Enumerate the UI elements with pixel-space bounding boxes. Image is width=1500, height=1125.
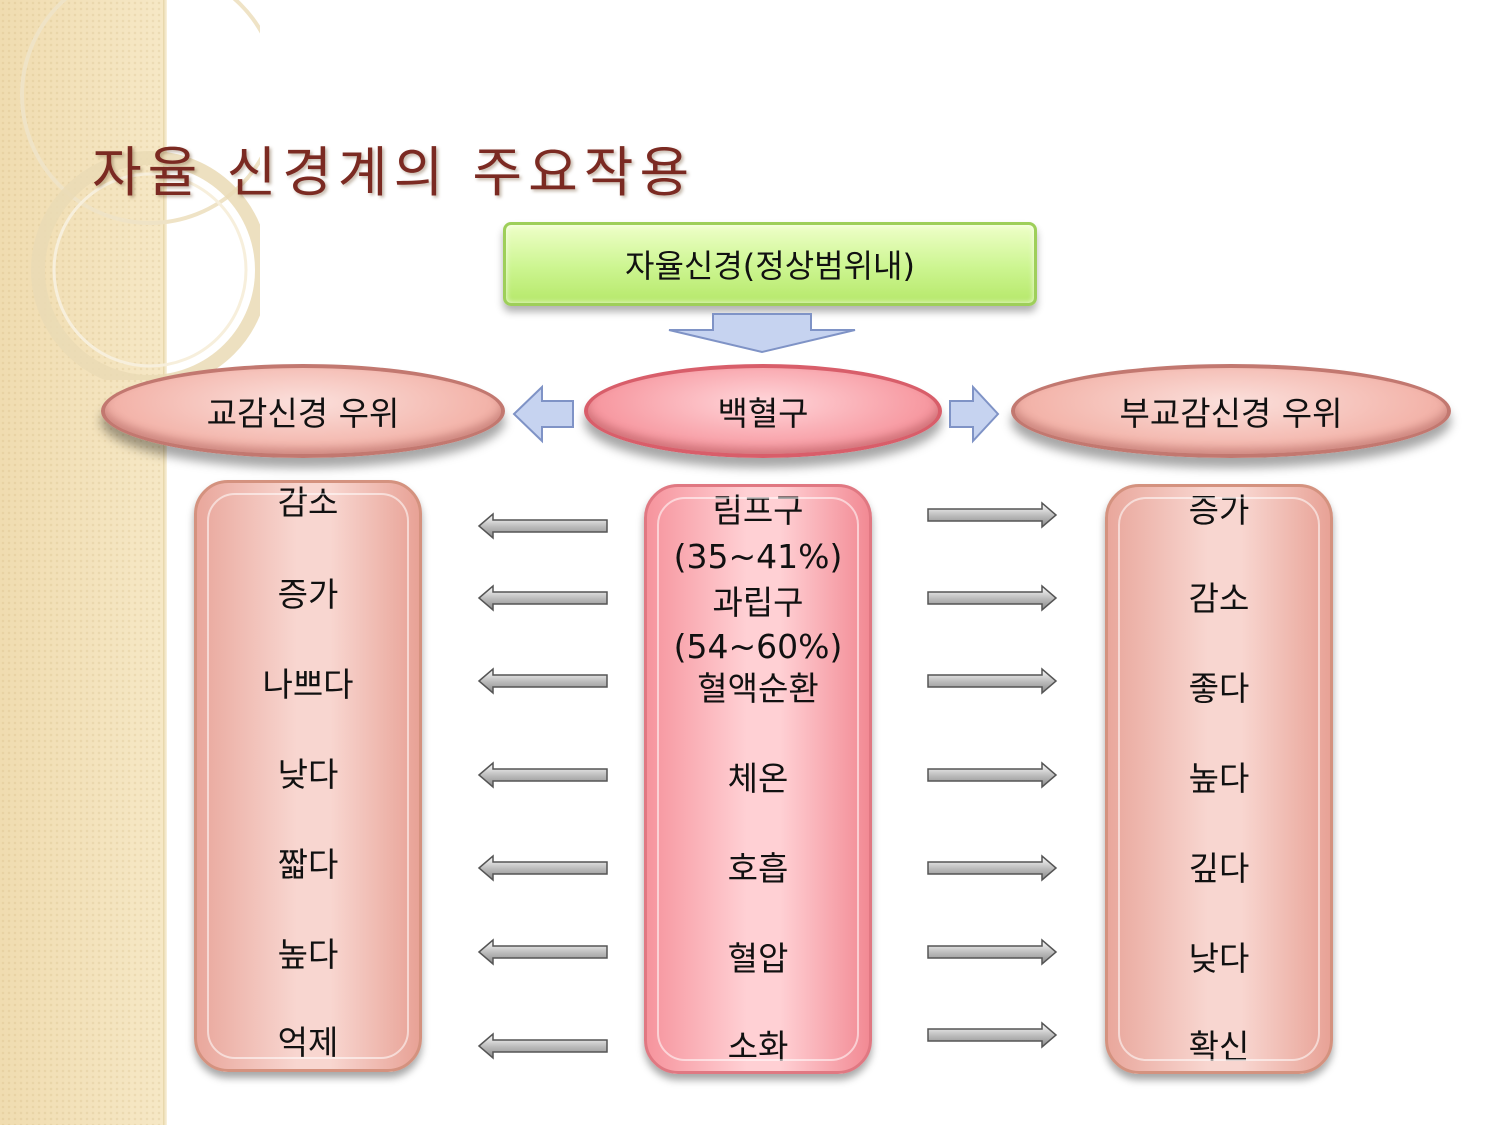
parasympathetic-item: 감소 [1188,579,1250,618]
ellipse-parasympathetic: 부교감신경 우위 [1011,364,1451,458]
leukocyte-items-column: 림프구 (35~41%) 과립구 (54~60%) 혈액순환 체온 호흡 혈압 … [644,484,872,1074]
leukocyte-item: 과립구 [712,583,804,622]
ellipse-sympathetic: 교감신경 우위 [101,364,505,458]
left-block-arrow [512,384,574,444]
deco-circle-1 [20,0,260,225]
leukocyte-item: (35~41%) [673,537,843,576]
sympathetic-item: 높다 [277,935,339,974]
left-arrow [477,584,608,612]
parasympathetic-item: 확신 [1188,1027,1250,1066]
right-arrow [927,854,1058,882]
sympathetic-item: 짧다 [277,845,339,884]
right-arrow [927,667,1058,695]
leukocyte-item: 소화 [727,1027,789,1066]
parasympathetic-item: 낮다 [1188,939,1250,978]
autonomic-nerve-box: 자율신경(정상범위내) [503,222,1037,306]
left-arrow [477,667,608,695]
right-arrow [927,584,1058,612]
left-arrow [477,1032,608,1060]
right-arrow [927,761,1058,789]
parasympathetic-item: 높다 [1188,759,1250,798]
down-arrow [668,313,856,354]
slide-title: 자율 신경계의 주요작용 [92,141,696,204]
sympathetic-item: 감소 [277,483,339,522]
leukocyte-item: 혈액순환 [697,669,819,708]
right-arrow [927,1021,1058,1049]
leukocyte-item: 혈압 [727,939,789,978]
decorative-circles [20,0,260,380]
left-arrow [477,938,608,966]
parasympathetic-item: 좋다 [1188,669,1250,708]
right-arrow [927,938,1058,966]
parasympathetic-item: 깊다 [1188,849,1250,888]
leukocyte-item: (54~60%) [673,627,843,666]
left-arrow [477,512,608,540]
deco-circle-3 [52,172,248,368]
leukocyte-item: 림프구 [712,491,804,530]
left-arrow [477,761,608,789]
leukocyte-item: 호흡 [727,849,789,888]
right-arrow [927,501,1058,529]
ellipse-leukocyte: 백혈구 [584,364,942,458]
sympathetic-item: 증가 [277,575,339,614]
parasympathetic-item: 증가 [1188,491,1250,530]
leukocyte-item: 체온 [727,759,789,798]
sympathetic-effects-column: 감소 증가 나쁘다 낮다 짧다 높다 억제 [194,480,422,1072]
sympathetic-item: 억제 [277,1023,339,1062]
sympathetic-item: 나쁘다 [262,665,354,704]
right-block-arrow [949,384,1000,444]
left-arrow [477,854,608,882]
sidebar-edge [163,0,167,1125]
parasympathetic-effects-column: 증가 감소 좋다 높다 깊다 낮다 확신 [1105,484,1333,1074]
deco-circle-2 [31,151,260,380]
sympathetic-item: 낮다 [277,755,339,794]
